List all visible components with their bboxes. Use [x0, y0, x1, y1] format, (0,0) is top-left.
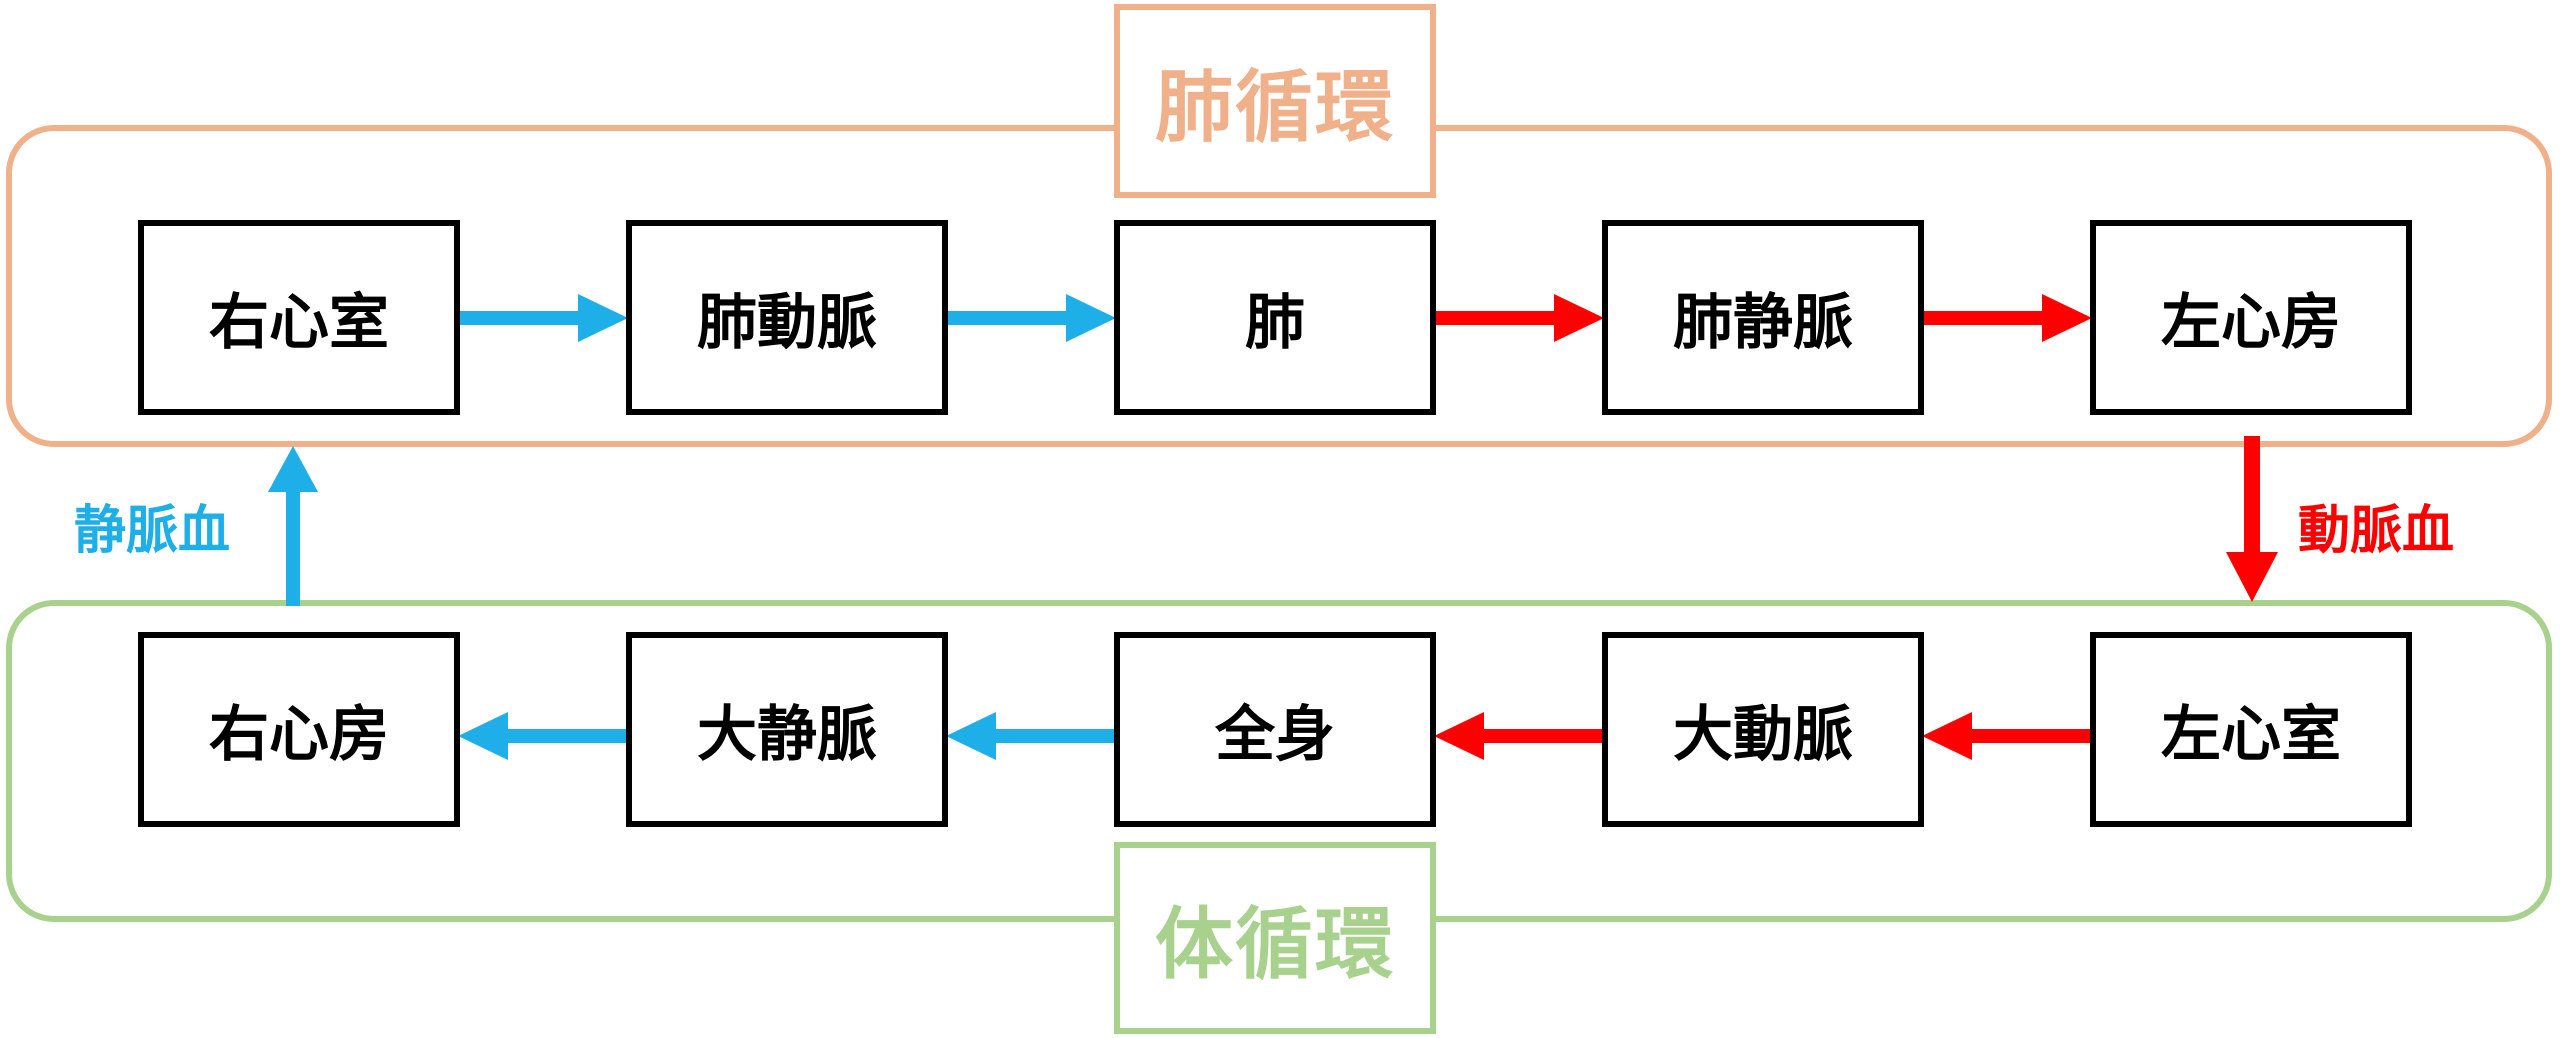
- node-pulmonary-vein: 肺静脈: [1602, 220, 1924, 415]
- node-vena-cava: 大静脈: [626, 632, 948, 827]
- node-body: 全身: [1114, 632, 1436, 827]
- arrow-aorta-to-body: [1434, 712, 1604, 760]
- node-lung: 肺: [1114, 220, 1436, 415]
- arrow-right-ventricle-to-pulmonary-artery: [460, 294, 628, 342]
- node-right-atrium: 右心房: [138, 632, 460, 827]
- node-pulmonary-artery: 肺動脈: [626, 220, 948, 415]
- node-right-ventricle: 右心室: [138, 220, 460, 415]
- arrow-right-atrium-to-right-ventricle: [268, 446, 318, 606]
- arterial-blood-label: 動脈血: [2298, 501, 2455, 561]
- arrow-body-to-vena-cava: [946, 712, 1116, 760]
- pulmonary-circulation-title: 肺循環: [1114, 4, 1436, 198]
- node-left-ventricle: 左心室: [2090, 632, 2412, 827]
- arrow-lung-to-pulmonary-vein: [1436, 294, 1604, 342]
- arrow-pulmonary-vein-to-left-atrium: [1924, 294, 2092, 342]
- arrow-vena-cava-to-right-atrium: [458, 712, 628, 760]
- node-aorta: 大動脈: [1602, 632, 1924, 827]
- systemic-circulation-title: 体循環: [1114, 842, 1436, 1034]
- arrow-left-ventricle-to-aorta: [1922, 712, 2092, 760]
- arrow-pulmonary-artery-to-lung: [948, 294, 1116, 342]
- arrow-left-atrium-to-left-ventricle: [2226, 436, 2278, 602]
- venous-blood-label: 静脈血: [74, 501, 231, 561]
- node-left-atrium: 左心房: [2090, 220, 2412, 415]
